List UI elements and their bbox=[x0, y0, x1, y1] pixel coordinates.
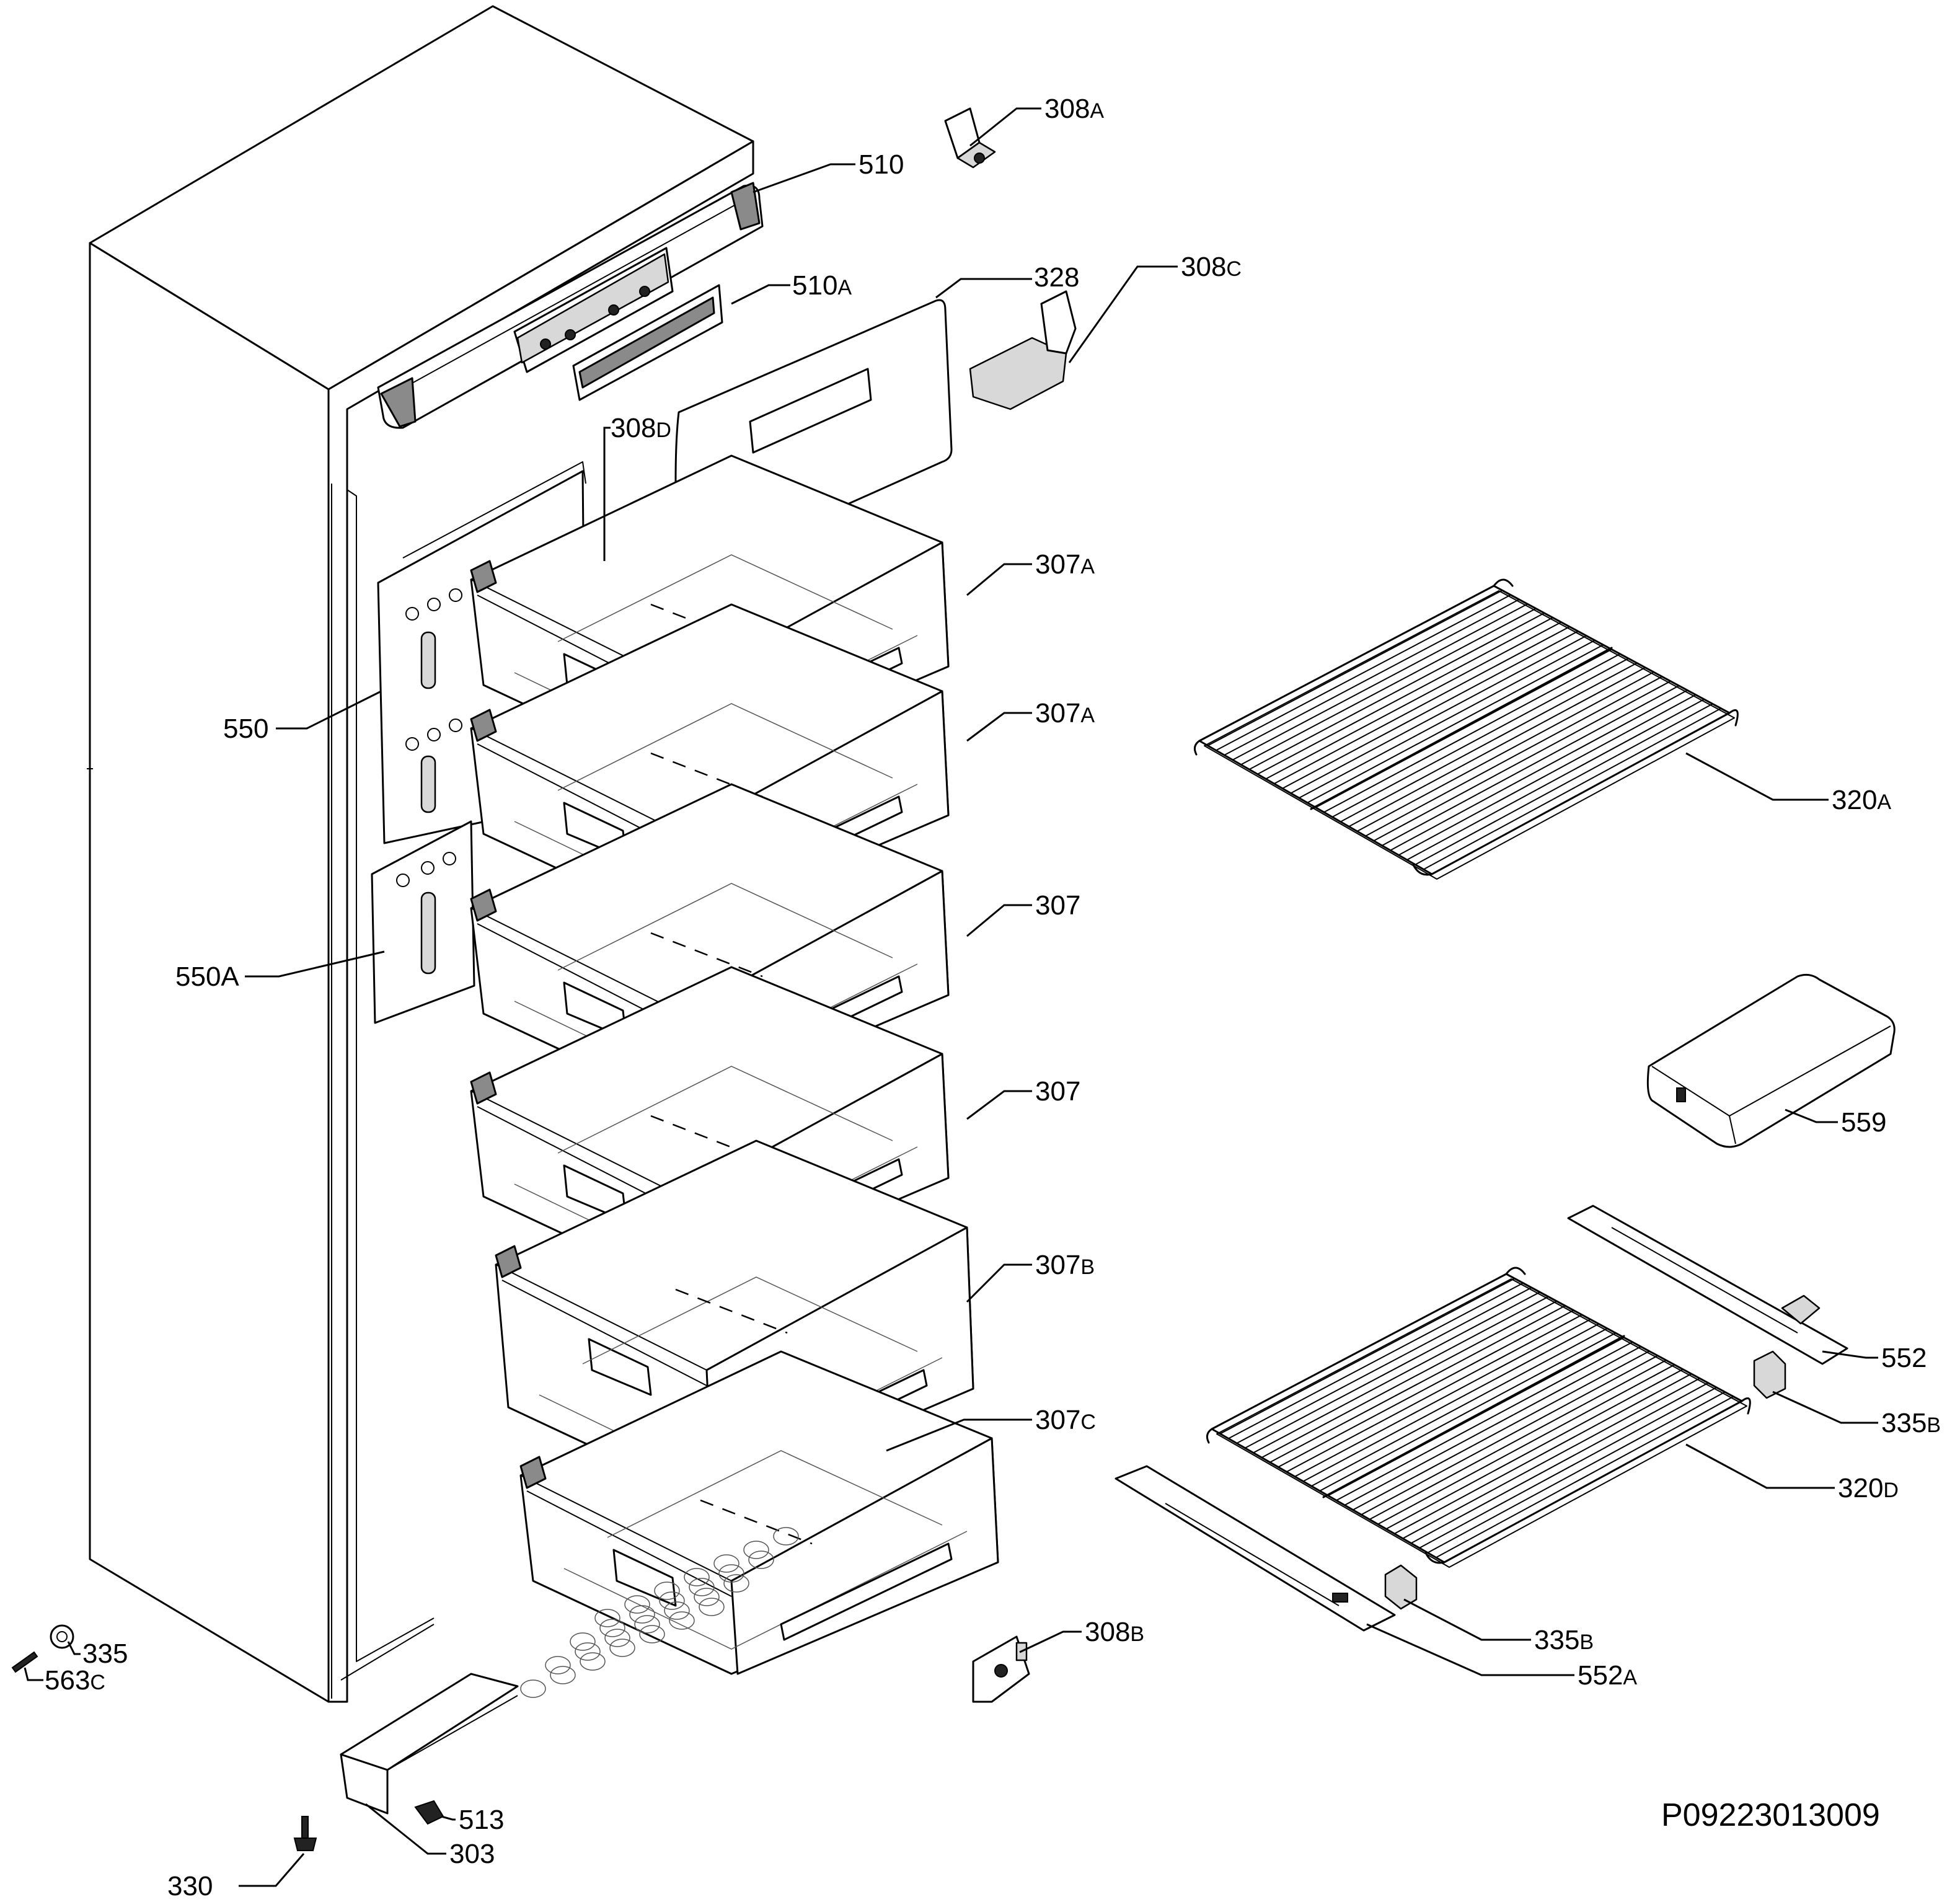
callout-552: 552 bbox=[1881, 1343, 1927, 1373]
callout-510A: 510A bbox=[792, 270, 852, 301]
callout-303: 303 bbox=[449, 1839, 495, 1869]
callout-513: 513 bbox=[459, 1805, 504, 1835]
callout-328: 328 bbox=[1034, 262, 1079, 293]
control-panel-510 bbox=[377, 182, 764, 429]
callout-559: 559 bbox=[1841, 1107, 1886, 1138]
callout-510: 510 bbox=[859, 149, 904, 180]
callout-308C: 308C bbox=[1181, 252, 1242, 282]
callout-320D: 320D bbox=[1838, 1473, 1899, 1503]
wire-shelf-320A bbox=[1193, 578, 1739, 880]
callout-335B-upper: 335B bbox=[1881, 1408, 1941, 1438]
hinge-308A bbox=[944, 107, 996, 169]
rail-552 bbox=[1567, 1205, 1848, 1365]
callout-307A-lower: 307A bbox=[1035, 698, 1095, 728]
callout-550A: 550A bbox=[175, 962, 239, 992]
wire-shelves bbox=[1193, 578, 1751, 1568]
hinge-308C bbox=[969, 290, 1077, 410]
plinth-303 bbox=[340, 1673, 519, 1815]
callout-308A: 308A bbox=[1044, 94, 1104, 124]
callout-307A-upper: 307A bbox=[1035, 549, 1095, 580]
hinge-308B bbox=[972, 1635, 1030, 1703]
callout-550: 550 bbox=[223, 714, 268, 744]
bracket-335B-lower bbox=[1384, 1564, 1418, 1610]
callout-330: 330 bbox=[167, 1871, 213, 1901]
rear-panel-550A bbox=[371, 820, 475, 1024]
callout-320A: 320A bbox=[1832, 785, 1891, 815]
callout-307C: 307C bbox=[1035, 1405, 1096, 1435]
callout-308B: 308B bbox=[1085, 1617, 1144, 1647]
callout-308D: 308D bbox=[611, 413, 671, 443]
callout-335B-lower: 335B bbox=[1534, 1625, 1594, 1655]
ice-cube-pattern bbox=[520, 1527, 799, 1698]
pin-563C bbox=[11, 1651, 38, 1673]
callout-552A: 552A bbox=[1578, 1660, 1637, 1691]
diagram-code: P09223013009 bbox=[1661, 1797, 1880, 1833]
drawer-stack bbox=[470, 454, 999, 1698]
callout-307-lower: 307 bbox=[1035, 1076, 1080, 1107]
rail-552A bbox=[1115, 1465, 1396, 1632]
wire-shelf-320D bbox=[1206, 1267, 1751, 1568]
cabinet-body bbox=[87, 5, 754, 1703]
callout-labels: 308A 510 510A 328 308C 308D 307A 307A 55… bbox=[45, 94, 1941, 1901]
callout-307B: 307B bbox=[1035, 1250, 1095, 1280]
leader-lines bbox=[24, 107, 1878, 1887]
screw-330 bbox=[293, 1816, 317, 1851]
callout-563C: 563C bbox=[45, 1665, 105, 1696]
callout-307-upper: 307 bbox=[1035, 890, 1080, 921]
ice-tray-559 bbox=[1646, 973, 1896, 1148]
callout-335: 335 bbox=[82, 1639, 128, 1669]
clip-513 bbox=[414, 1800, 444, 1825]
drawer-307C bbox=[519, 1350, 999, 1675]
bracket-335B-upper bbox=[1753, 1350, 1786, 1399]
